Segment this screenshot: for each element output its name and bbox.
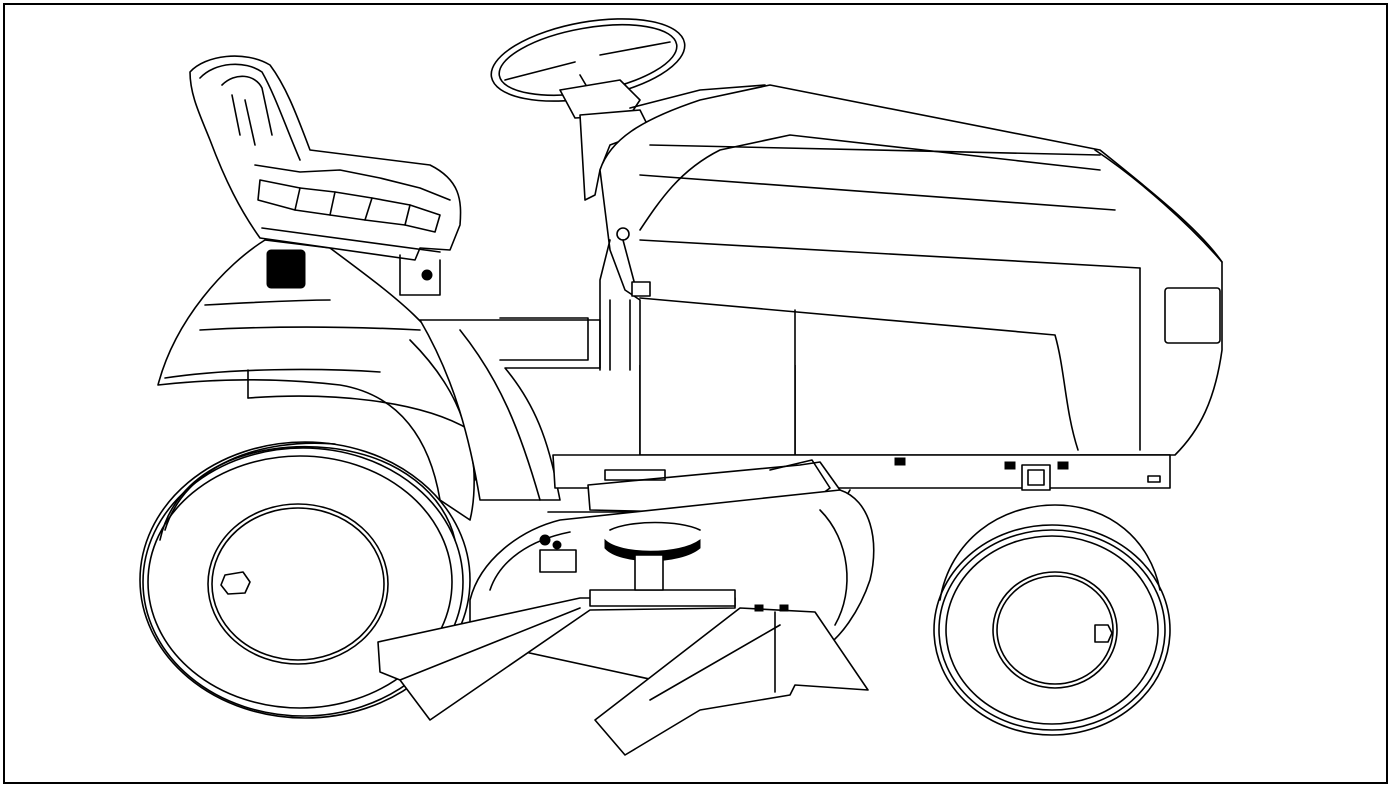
rear-fender [158,240,475,520]
front-wheel [934,505,1170,735]
spindle-pulley [540,523,700,591]
seat [190,56,461,295]
mower-deck [378,490,874,755]
side-panel [420,318,600,500]
hood [600,85,1222,455]
